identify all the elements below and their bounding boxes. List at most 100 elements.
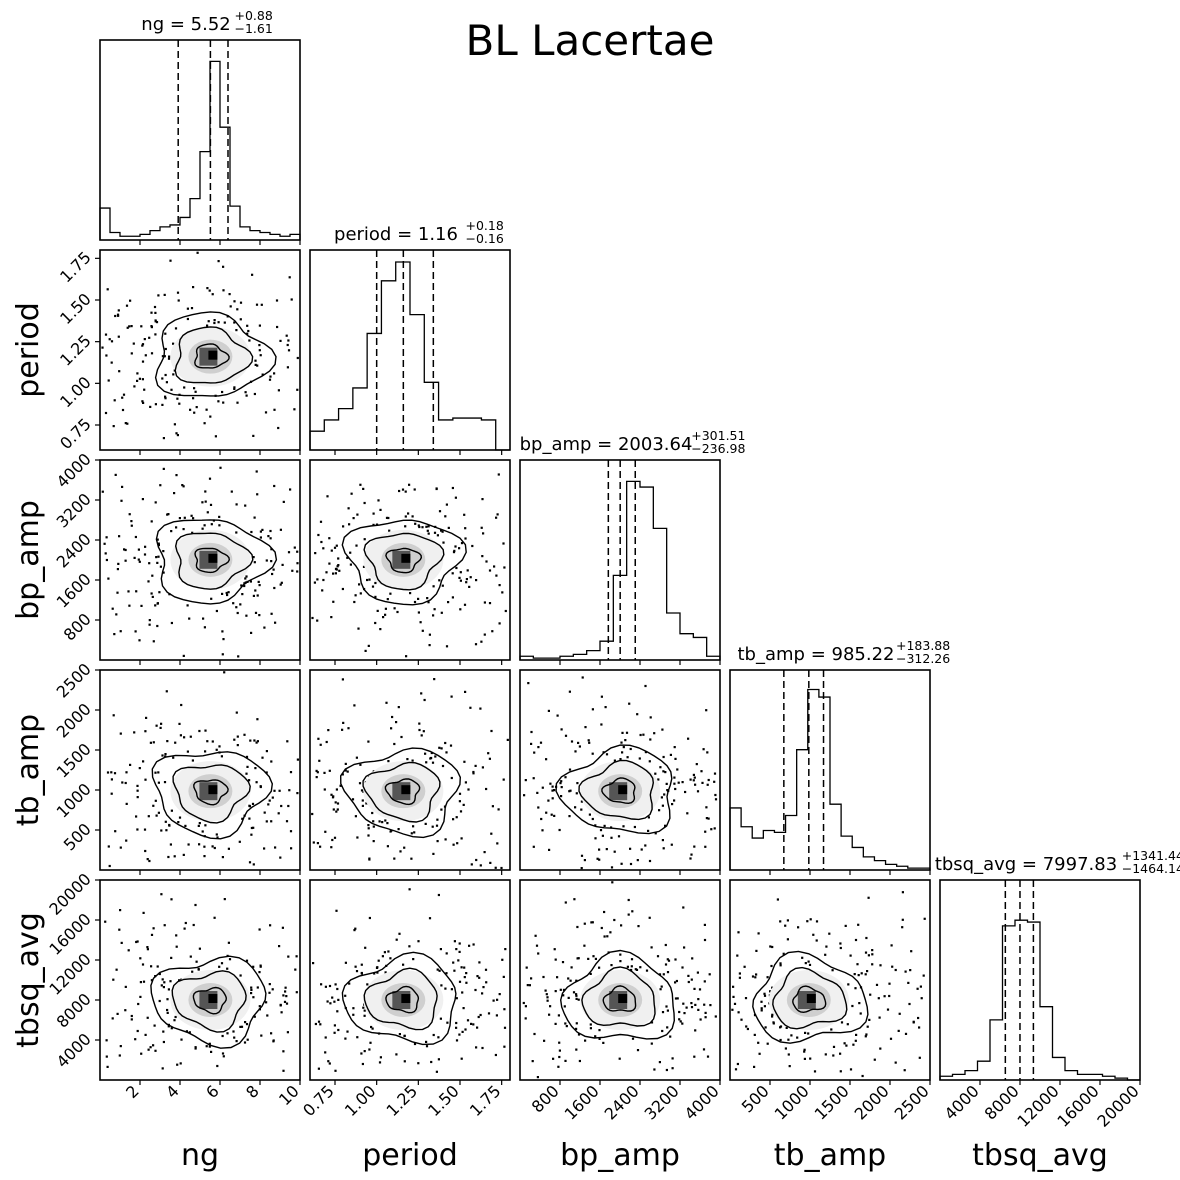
scatter-point [162, 986, 165, 989]
panel-frame-period-bp_amp [309, 459, 511, 661]
scatter-point [491, 630, 494, 633]
scatter-point [693, 776, 696, 779]
scatter-point [139, 981, 142, 984]
scatter-point [477, 1015, 480, 1019]
y-tick-label-bp_amp: 4000 [53, 449, 95, 491]
panel-ng-vs-bp_amp [101, 466, 299, 658]
scatter-point [575, 994, 578, 997]
scatter-point [923, 917, 926, 920]
scatter-point [458, 950, 461, 953]
scatter-point [334, 801, 337, 804]
scatter-point [804, 1031, 807, 1034]
scatter-point [139, 957, 142, 960]
scatter-point [208, 1045, 211, 1048]
scatter-point [922, 974, 925, 977]
scatter-point [265, 750, 268, 753]
panel-frame-ng-period [99, 249, 301, 451]
scatter-point [523, 794, 526, 797]
scatter-point [161, 377, 164, 380]
scatter-point [175, 432, 178, 435]
scatter-point [273, 484, 276, 488]
scatter-point [464, 527, 467, 530]
y-tick-label-tb_amp: 2000 [53, 699, 95, 741]
scatter-point [458, 547, 461, 550]
scatter-point [476, 975, 479, 978]
scatter-point [161, 403, 164, 406]
scatter-point [395, 721, 398, 724]
scatter-point [254, 767, 257, 770]
scatter-point [575, 1048, 578, 1051]
scatter-point [113, 633, 116, 636]
scatter-point [626, 756, 629, 759]
scatter-point [259, 964, 262, 967]
scatter-point [472, 943, 475, 946]
scatter-point [464, 537, 467, 540]
scatter-point [159, 726, 162, 729]
scatter-point [397, 706, 400, 709]
scatter-point [280, 1011, 283, 1014]
scatter-point [849, 954, 852, 957]
scatter-point [563, 1005, 566, 1008]
scatter-point [204, 750, 207, 753]
panel-title-plus-tbsq_avg: +1341.44 [1122, 848, 1180, 863]
scatter-point [130, 352, 133, 355]
scatter-point [145, 716, 148, 719]
scatter-point [261, 373, 264, 376]
contour-1 [362, 761, 441, 823]
scatter-point [398, 489, 401, 493]
scatter-point [610, 964, 613, 967]
scatter-point [221, 856, 224, 859]
scatter-point [424, 752, 427, 755]
x-tick-label-bp_amp: 3200 [641, 1081, 683, 1123]
scatter-point [270, 560, 273, 563]
scatter-point [367, 824, 370, 827]
y-tick-label-period: 0.75 [56, 414, 95, 453]
scatter-point [503, 1045, 506, 1048]
scatter-point [577, 998, 580, 1001]
scatter-point [629, 747, 632, 751]
scatter-point [386, 845, 389, 848]
scatter-point [447, 526, 450, 529]
scatter-point [336, 802, 340, 805]
scatter-point [245, 394, 248, 397]
scatter-point [263, 811, 266, 814]
scatter-point [233, 1036, 236, 1039]
scatter-point [771, 986, 774, 989]
scatter-point [537, 746, 540, 749]
scatter-point [496, 998, 499, 1001]
scatter-point [259, 530, 262, 533]
scatter-point [558, 1049, 561, 1052]
scatter-point [439, 948, 442, 951]
panel-title-bp_amp: bp_amp = 2003.64+301.51−236.98 [520, 428, 746, 456]
scatter-point [763, 992, 766, 995]
scatter-point [687, 737, 690, 740]
scatter-point [495, 1014, 498, 1017]
y-tick-label-tbsq_avg: 20000 [45, 869, 94, 918]
scatter-point [108, 864, 111, 868]
scatter-point [172, 756, 175, 759]
scatter-point [824, 1053, 827, 1056]
contour-2 [792, 985, 827, 1014]
scatter-point [569, 789, 572, 792]
scatter-point [496, 842, 499, 845]
scatter-point [574, 806, 577, 809]
scatter-point [479, 1013, 482, 1017]
scatter-point [143, 338, 146, 341]
scatter-point [916, 987, 919, 990]
scatter-point [659, 988, 662, 991]
scatter-point [158, 591, 161, 594]
scatter-point [322, 578, 325, 582]
scatter-point [326, 495, 329, 498]
scatter-point [478, 961, 481, 964]
scatter-point [141, 498, 144, 501]
scatter-point [170, 621, 173, 625]
scatter-point [342, 721, 345, 724]
scatter-point [258, 971, 261, 974]
scatter-point [183, 386, 186, 389]
scatter-point [316, 771, 319, 774]
scatter-point [372, 512, 375, 515]
scatter-point [445, 503, 448, 506]
scatter-point [160, 829, 163, 832]
scatter-point [769, 990, 772, 993]
scatter-point [296, 550, 299, 553]
